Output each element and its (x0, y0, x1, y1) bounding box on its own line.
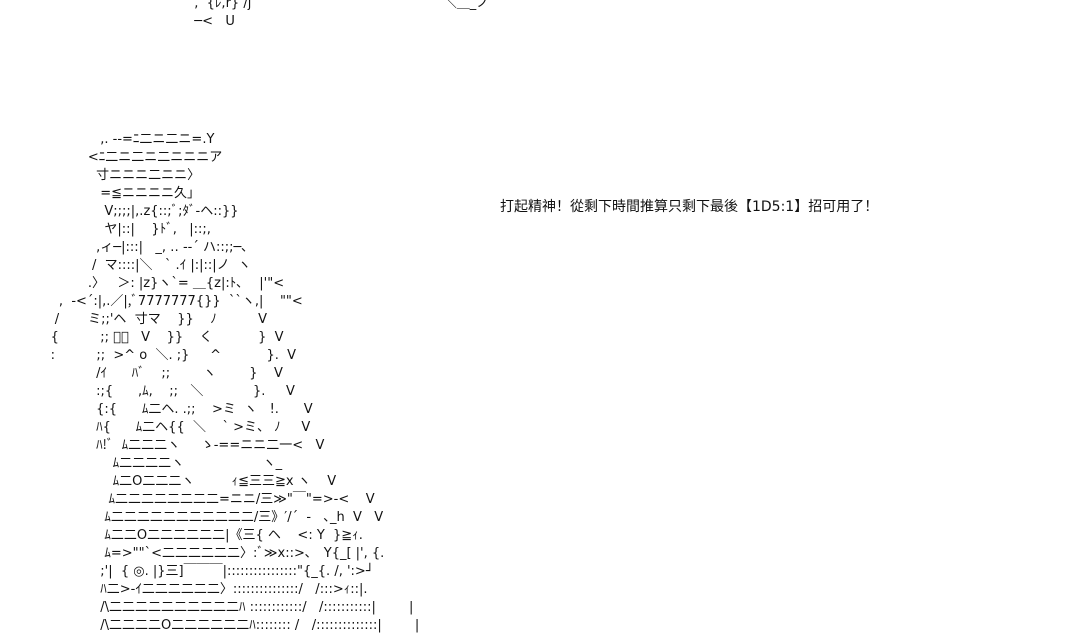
ascii-art-line: ﾊ二>‐ｲ二二二二二二〉:::::::::::::::/ /:::>ｨ::|. (30, 582, 368, 597)
ascii-art-line: .〉 ＞: |z}ヽ`= ＿{z|:ﾄ､ |'"< (30, 276, 285, 291)
ascii-art-line: <ﾆ二ニ二ニ二ニニニア (30, 150, 223, 165)
ascii-art-line: ﾑ二O二二二ヽ ｨ≦三三≧x ヽ V (30, 474, 337, 489)
ascii-art-line: ﾑ=>""`<二二二二二二〉:ﾞ≫x::>､ Y{_[ |', {. (30, 546, 385, 561)
ascii-art-line: ;'| { ◎. |}三]￣￣￣|::::::::::::::::"{_{. /… (30, 564, 374, 579)
ascii-art-line: { ;; ﾞ／ V }} く } V (30, 330, 284, 345)
ascii-art-line: ﾊ!ﾞ ﾑ二二二ヽ ゝ-==ニニ二一< V (30, 438, 325, 453)
ascii-art-line: :;{ ,ﾑ, ;; ＼ }. V (30, 384, 295, 399)
ascii-art-line: , {ﾚ,r} /j ` ＼＿_ノ (186, 0, 490, 11)
ascii-art-line: 寸ニニニ二ニニ〉 (30, 168, 201, 183)
ascii-art-line: : ;; >^ o ＼. ;} ^ }. V (30, 348, 297, 363)
ascii-art-line: / ミ;;'ヘ 寸マ }} ﾉ V (30, 312, 268, 327)
ascii-art-line: V;;;;|,.z{::;ﾞ;ﾀﾞ-ヘ::}} (30, 204, 239, 219)
ascii-art-line: {:{ ﾑ二ヘ. .;; >ミ ヽ !. V (30, 402, 313, 417)
ascii-art-line: , ‐<´:|,.／|,ﾞ7777777{}} ``ヽ,| ""< (30, 294, 303, 309)
ascii-art-line: / マ::::|＼ ` .ｲ |:|::|ノ ヽ (30, 258, 251, 273)
ascii-art-line: ヤ|::| }ﾄﾞ, |::;, (30, 222, 211, 237)
ascii-art-line: ,ィ─|:::| _, ‥ ‐‐´ ハ::;;─､ (30, 240, 248, 255)
ascii-art-line: ﾊ{ ﾑ二ヘ{{ ＼ ` >ミ、 ﾉ V (30, 420, 311, 435)
caption-text: 打起精神！從剩下時間推算只剩下最後【1D5:1】招可用了！ (500, 199, 879, 215)
ascii-art-line: ﾑ二二二二二二二二=ニニ/三≫"￣"=>-< V (30, 492, 375, 507)
ascii-art-line: /\二二二二二二二二二二ﾊ ::::::::::::/ /:::::::::::… (30, 600, 414, 615)
ascii-art-line: ﾑ二二二二ヽ ヽ_ (30, 456, 283, 471)
ascii-art-line: ﾑ二二二二二二二二二二二/三》′/´ ‐ ､_h V V (30, 510, 384, 525)
ascii-art-line: /\二二二二O二二二二二二ﾊ:::::::: / /::::::::::::::… (30, 618, 420, 633)
ascii-art-line: ﾑ二二O二二二二二二|《三{ ヘ <: Y }≧ｨ. (30, 528, 363, 543)
ascii-art-line: /ｲ ﾊﾞ ;; ヽ } V (30, 366, 283, 381)
ascii-art-line: ,. -‐=ﾆ二ニ二ニ=.Y (30, 132, 215, 147)
ascii-art-line: =≦ニニニニ久」 (30, 186, 201, 201)
ascii-art-line: ─< U (186, 14, 235, 29)
